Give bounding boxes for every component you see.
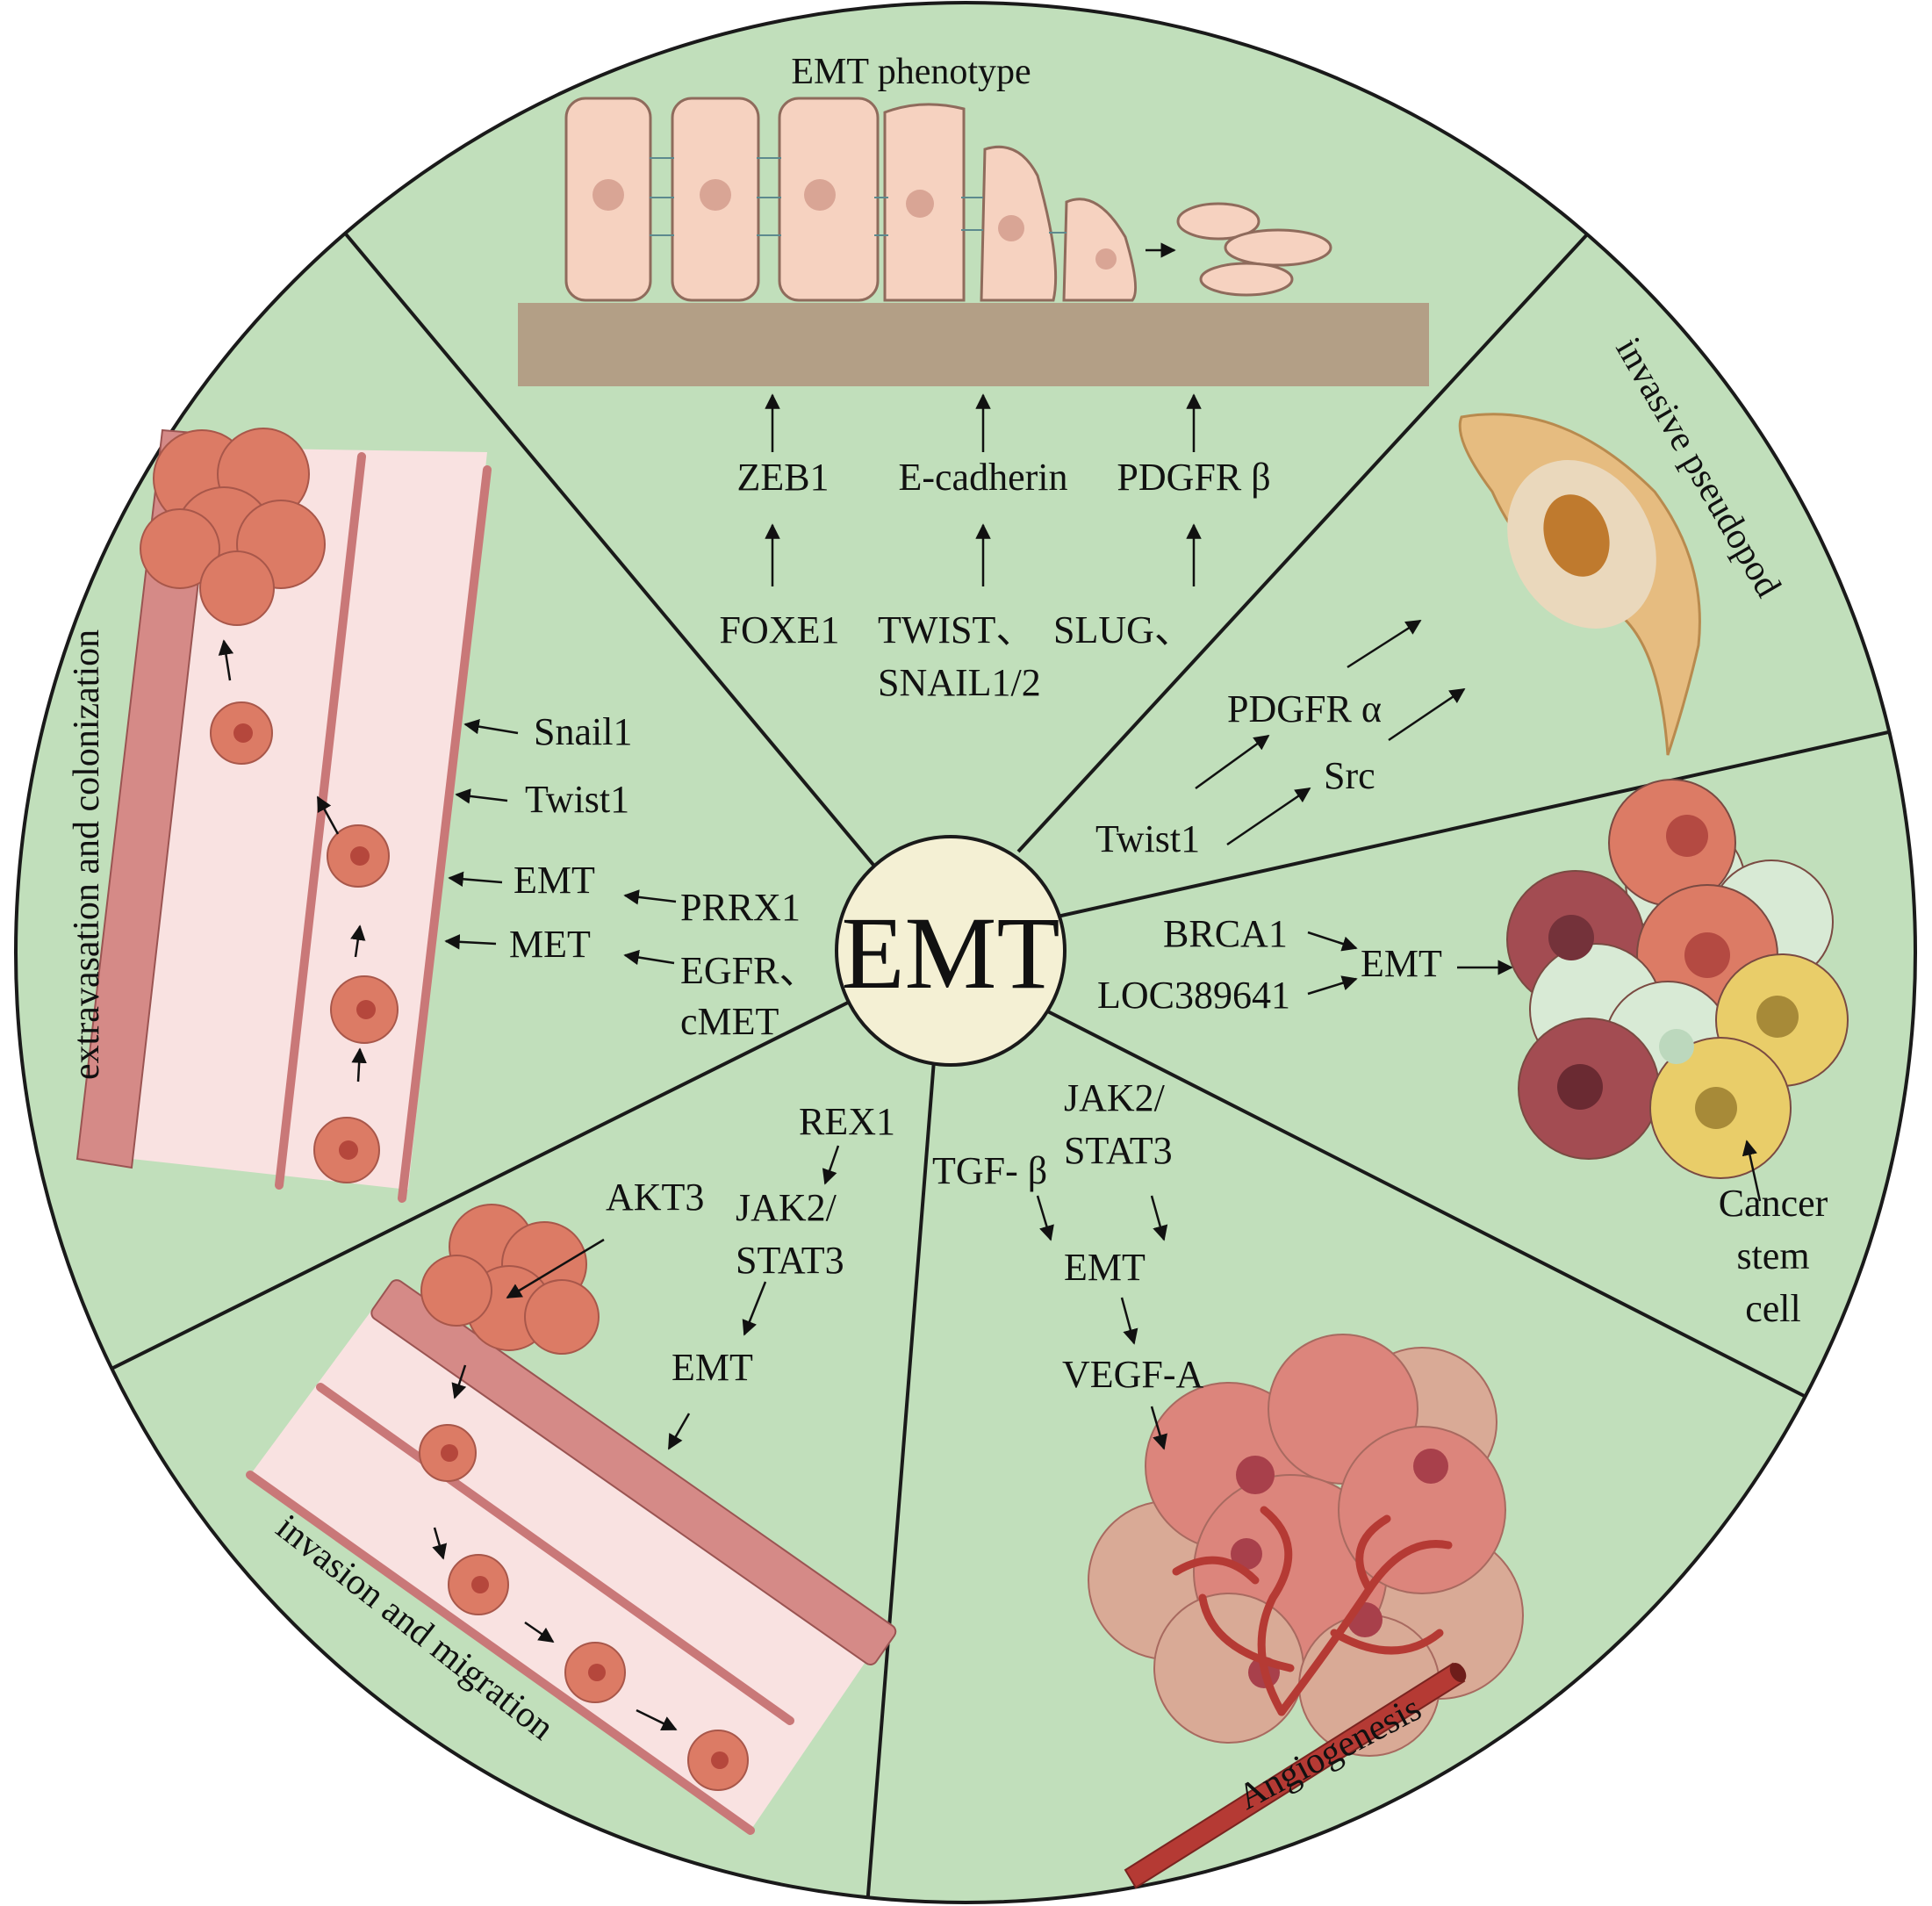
pdgfr-alpha-label: PDGFR α — [1227, 687, 1382, 730]
snail1-label: Snail1 — [534, 710, 632, 753]
stat3-angio-label: STAT3 — [1064, 1129, 1173, 1172]
vessel-walls — [275, 452, 492, 1203]
migrating-nuclei — [441, 1444, 729, 1769]
slug-label: SLUG、 — [1053, 608, 1193, 651]
foxe1-label: FOXE1 — [720, 608, 840, 651]
stem-label: stem — [1736, 1234, 1809, 1277]
zeb1-label: ZEB1 — [736, 456, 829, 499]
jak2-invasion-label: JAK2/ — [736, 1186, 837, 1229]
extravasation-title: extravasation and colonization — [67, 629, 107, 1080]
endothelial-layer — [246, 1383, 794, 1835]
basement-membrane — [518, 303, 1429, 386]
prrx1-label: PRRX1 — [680, 886, 801, 929]
invasion-lining-cells — [370, 1279, 897, 1665]
src-label: Src — [1324, 754, 1375, 797]
stem-cell-nuclei — [1548, 815, 1799, 1129]
rex1-label: REX1 — [799, 1100, 895, 1143]
extravasation-vessel-interior — [132, 448, 487, 1190]
cmet-label: cMET — [680, 1000, 779, 1043]
blood-vessel-opening — [1449, 1662, 1467, 1683]
junctions — [650, 157, 1067, 236]
cancer-label: Cancer — [1719, 1182, 1828, 1225]
tumor-nuclei — [1231, 1449, 1448, 1688]
sector-dividers — [100, 218, 1915, 1902]
cell-label: cell — [1745, 1287, 1801, 1330]
invasion-arrows — [432, 1145, 840, 1731]
section-extravasation: Snail1 Twist1 EMT MET PRRX1 EGFR、 cMET e… — [67, 428, 817, 1203]
snail-label: SNAIL1/2 — [878, 661, 1041, 704]
section-emt-phenotype: EMT phenotype — [518, 52, 1429, 704]
capillary-network — [1172, 1506, 1453, 1716]
section-cancer-stem-cell: BRCA1 LOC389641 EMT Cancer stem cell — [1097, 779, 1849, 1330]
e-cadherin-label: E-cadherin — [899, 456, 1068, 499]
colonizing-cluster — [140, 428, 326, 626]
twist-label: TWIST、 — [878, 608, 1034, 651]
cell-nuclei — [593, 179, 1117, 270]
brca1-label: BRCA1 — [1163, 912, 1288, 955]
blood-vessel — [1124, 1662, 1466, 1889]
emt-phenotype-title: EMT phenotype — [791, 52, 1031, 92]
stem-cell-arrows — [1307, 931, 1762, 1202]
twist1-pseudopod-label: Twist1 — [1095, 817, 1200, 860]
circulating-nuclei — [233, 723, 376, 1160]
angiogenesis-arrows — [1036, 1195, 1168, 1450]
met-label: MET — [509, 923, 591, 966]
pseudopod-nucleus — [1543, 494, 1610, 577]
extravasation-arrows — [218, 639, 677, 1082]
pdgfr-beta-label: PDGFR β — [1117, 456, 1270, 499]
pseudopod-arrows — [1195, 619, 1466, 846]
twist1-extravasation-label: Twist1 — [525, 778, 629, 821]
emt-invasion-label: EMT — [672, 1346, 753, 1389]
center-emt-label: EMT — [841, 895, 1059, 1011]
vegf-a-label: VEGF-A — [1062, 1353, 1204, 1396]
stat3-invasion-label: STAT3 — [736, 1239, 844, 1282]
akt3-label: AKT3 — [606, 1176, 704, 1219]
section-angiogenesis: JAK2/ STAT3 TGF- β EMT VEGF-A Angiogenes… — [932, 1076, 1524, 1889]
emt-extravasation-label: EMT — [514, 859, 595, 902]
emt-stem-label: EMT — [1361, 942, 1442, 985]
center-hub — [835, 835, 1067, 1067]
tumor-mass — [1088, 1334, 1524, 1757]
egfr-label: EGFR、 — [680, 949, 817, 992]
tgf-beta-label: TGF- β — [932, 1149, 1047, 1192]
emt-angio-label: EMT — [1064, 1246, 1146, 1289]
target-arrows — [765, 393, 1202, 586]
jak2-angio-label: JAK2/ — [1064, 1076, 1166, 1119]
loc389641-label: LOC389641 — [1097, 974, 1290, 1017]
